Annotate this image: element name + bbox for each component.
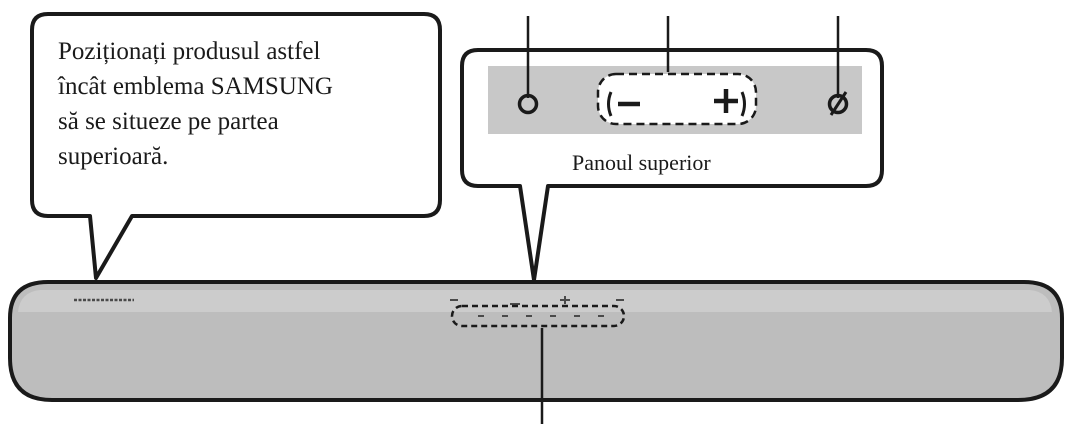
logo-callout-bubble xyxy=(30,12,442,280)
soundbar-button-marks xyxy=(450,296,624,305)
instruction-line-2: încât emblema SAMSUNG xyxy=(58,73,333,100)
soundbar-body xyxy=(8,280,1064,402)
instruction-line-4: superioară. xyxy=(58,143,169,170)
soundbar-controls-outline xyxy=(450,304,626,328)
volume-bracket-right xyxy=(740,91,746,117)
instruction-line-3: să se situeze pe partea xyxy=(58,108,279,135)
instruction-line-1: Poziționați produsul astfel xyxy=(58,38,321,65)
volume-bracket-left xyxy=(607,91,613,117)
input-source-icon xyxy=(827,91,849,116)
power-button-icon xyxy=(517,93,539,115)
logo-instruction-text: Poziționați produsul astfel încât emblem… xyxy=(58,34,418,174)
volume-buttons-outline xyxy=(596,72,758,126)
top-panel-label: Panoul superior xyxy=(572,150,711,175)
